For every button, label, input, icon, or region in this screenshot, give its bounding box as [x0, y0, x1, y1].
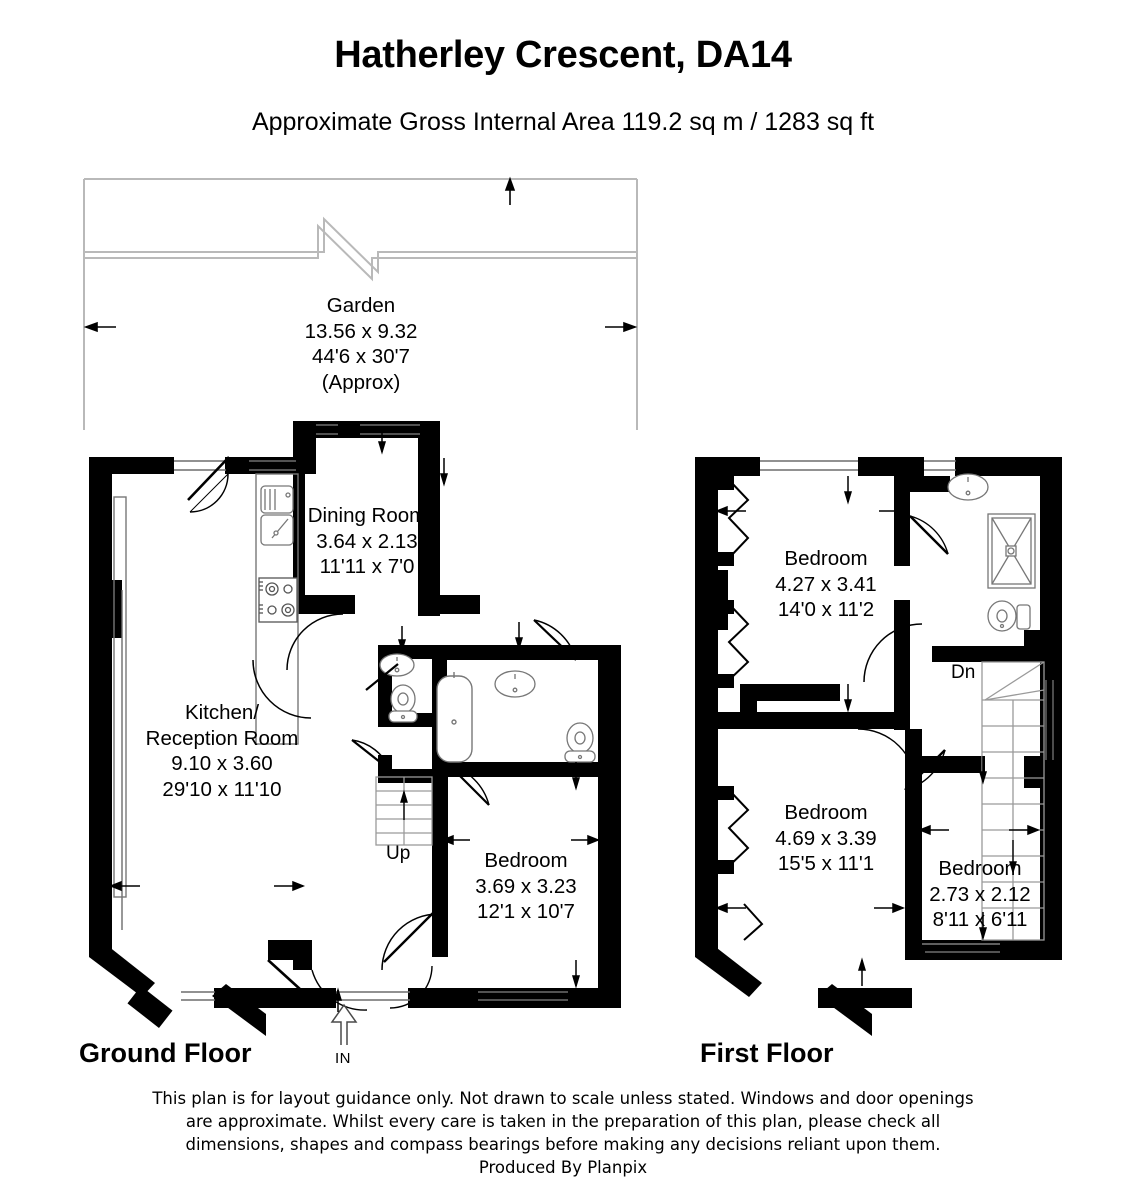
kitchen-name-line2: Reception Room [145, 726, 299, 750]
bathroom-basin-icon [494, 670, 536, 698]
kitchen-imperial: 29'10 x 11'10 [162, 777, 282, 801]
staircase-down-arrow [1009, 840, 1017, 875]
bathroom-toilet-icon [564, 722, 596, 763]
first-bedroom-1-name: Bedroom [784, 547, 868, 570]
wc-toilet-icon [388, 684, 418, 723]
page-title: Hatherley Crescent, DA14 [334, 34, 792, 76]
first-floor-windows [760, 460, 1054, 953]
producer-credit: Produced By Planpix [478, 1158, 648, 1177]
stairs-up-label: Up [386, 843, 411, 864]
first-bedroom-3-imperial: 8'11 x 6'11 [932, 908, 1028, 931]
first-floor-basin-icon [947, 473, 989, 501]
first-floor-title: First Floor [700, 1038, 834, 1068]
kitchen-reception-label: Kitchen/ Reception Room 9.10 x 3.60 29'1… [122, 700, 322, 802]
first-bedroom-3-label: Bedroom 2.73 x 2.12 8'11 x 6'11 [906, 856, 1054, 933]
first-floor-walls [695, 457, 1062, 1036]
first-bedroom-1-metric: 4.27 x 3.41 [775, 572, 877, 596]
first-floor-toilet-icon [987, 600, 1031, 632]
staircase-down [981, 661, 1045, 941]
wardrobe-wall-stubs [718, 476, 734, 874]
bathroom-door-swing [448, 764, 490, 806]
garden-metric: 13.56 x 9.32 [304, 319, 418, 343]
garden-imperial: 44'6 x 30'7 [312, 345, 410, 368]
first-bedroom-2-imperial: 15'5 x 11'1 [777, 852, 875, 875]
disclaimer-line-1: This plan is for layout guidance only. N… [152, 1089, 974, 1108]
ground-bedroom-label: Bedroom 3.69 x 3.23 12'1 x 10'7 [452, 848, 600, 925]
stairs-down-label: Dn [951, 662, 976, 683]
bathtub-icon [436, 672, 473, 763]
first-bedroom-3-metric: 2.73 x 2.12 [929, 882, 1031, 906]
wardrobe-markers [727, 479, 764, 941]
dining-room-metric: 3.64 x 2.13 [316, 529, 418, 553]
dining-room-name: Dining Room [307, 504, 427, 527]
disclaimer-line-3: dimensions, shapes and compass bearings … [185, 1135, 941, 1154]
first-bedroom-2-metric: 4.69 x 3.39 [775, 826, 877, 850]
kitchen-metric: 9.10 x 3.60 [171, 752, 273, 775]
ground-bedroom-metric: 3.69 x 3.23 [475, 874, 577, 898]
ground-floor-door-swings [187, 456, 577, 971]
dining-room-label: Dining Room 3.64 x 2.13 11'11 x 7'0 [287, 503, 447, 580]
shower-enclosure-icon [987, 513, 1036, 589]
first-bedroom-3-name: Bedroom [938, 857, 1022, 880]
staircase-up-arrow [400, 789, 408, 820]
ground-floor-title: Ground Floor [79, 1038, 252, 1068]
first-floor-door-swings [857, 515, 949, 791]
ground-floor-windows [121, 424, 568, 1001]
ground-bedroom-imperial: 12'1 x 10'7 [477, 900, 575, 923]
dining-room-imperial: 11'11 x 7'0 [319, 555, 415, 578]
garden-dimension-arrows [83, 176, 638, 333]
garden-name: Garden [326, 294, 396, 317]
disclaimer-line-2: are approximate. Whilst every care is ta… [185, 1112, 941, 1131]
kitchen-units [113, 473, 299, 898]
garden-label: Garden 13.56 x 9.32 44'6 x 30'7 (Approx) [256, 293, 466, 395]
entrance-door [267, 959, 433, 1011]
garden-outline [83, 178, 638, 430]
kitchen-hob-icon [258, 577, 298, 623]
first-bedroom-2-label: Bedroom 4.69 x 3.39 15'5 x 11'1 [752, 800, 900, 877]
page-subtitle: Approximate Gross Internal Area 119.2 sq… [251, 108, 875, 136]
kitchen-sink-icon [260, 485, 294, 546]
entrance-label: IN [335, 1050, 351, 1067]
garden-approx-note: (Approx) [321, 370, 401, 394]
first-floor-dimension-arrows [714, 476, 1041, 986]
ground-bedroom-name: Bedroom [484, 849, 568, 872]
entrance-in-arrow [330, 1003, 358, 1045]
disclaimer-text: This plan is for layout guidance only. N… [113, 1087, 1013, 1179]
ground-floor-dimension-arrows [108, 426, 601, 1012]
first-bedroom-1-imperial: 14'0 x 11'2 [777, 598, 875, 621]
kitchen-name-line1: Kitchen/ [184, 701, 260, 724]
first-bedroom-1-label: Bedroom 4.27 x 3.41 14'0 x 11'2 [752, 546, 900, 623]
first-bedroom-2-name: Bedroom [784, 801, 868, 824]
